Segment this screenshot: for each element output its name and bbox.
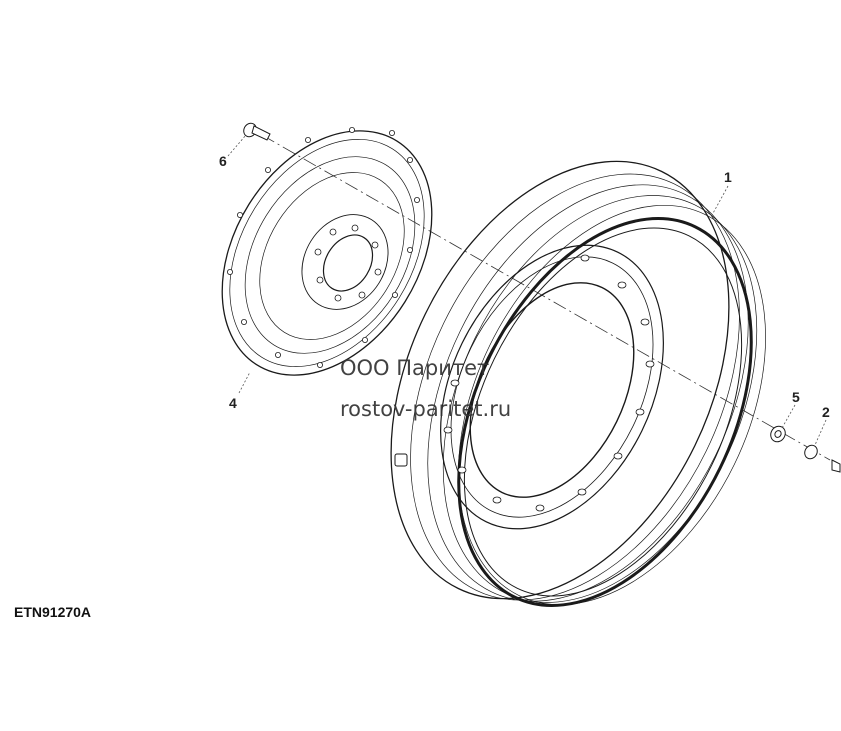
disc-hub-bolt-holes [314, 224, 382, 302]
callout-4-disc: 4 [229, 395, 237, 411]
washer [770, 425, 786, 443]
callout-2-nut: 2 [822, 404, 830, 420]
callout-6-bolt: 6 [219, 153, 227, 169]
watermark-website: rostov-paritet.ru [340, 397, 512, 421]
figure-id-label: ETN91270A [14, 604, 92, 620]
leader-lines [227, 134, 827, 446]
wheel-bolt-holes [443, 254, 655, 512]
wheel-rim [390, 160, 766, 607]
wheel-disc [221, 130, 433, 376]
bolt [243, 122, 271, 141]
nut [804, 444, 841, 473]
watermark-company-name: ООО Паритет [340, 356, 490, 380]
assembly-axis-line [261, 134, 831, 461]
disc-mounting-holes [226, 127, 420, 368]
callout-1-wheel: 1 [724, 169, 732, 185]
callout-5-washer: 5 [792, 389, 800, 405]
